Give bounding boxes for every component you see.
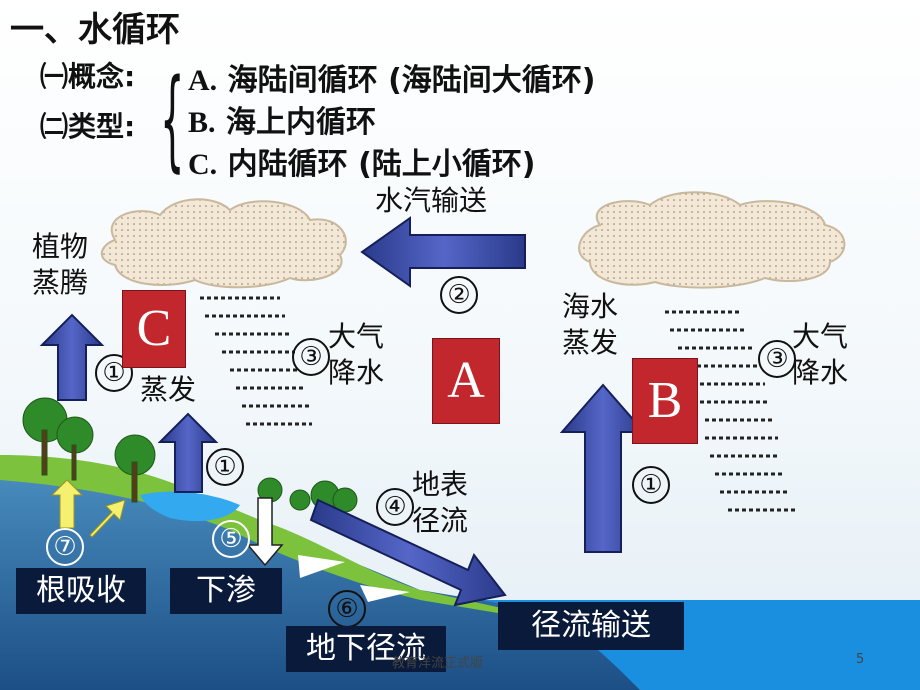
sea-evaporation-arrow <box>559 383 647 553</box>
surface-runoff-label-1: 地表 <box>412 468 469 501</box>
precip-label-right-1: 大气 <box>792 320 849 353</box>
cloud-left <box>100 198 347 289</box>
transpiration-arrow <box>39 313 105 401</box>
infiltration-label: 下渗 <box>170 568 282 614</box>
marker-7: ⑦ <box>46 528 84 566</box>
infiltration-arrow <box>246 497 284 567</box>
groundwater-lens <box>360 585 410 602</box>
vapor-transport-arrow <box>360 216 526 288</box>
sea-evap-label-2: 蒸发 <box>562 326 619 359</box>
types-label: ㈡类型: <box>40 110 136 143</box>
root-absorption-arrow <box>89 499 126 538</box>
marker-6: ⑥ <box>328 590 366 628</box>
lake <box>140 491 240 522</box>
groundwater-runoff-label: 地下径流 <box>286 626 446 672</box>
precip-label-right-2: 降水 <box>792 356 849 389</box>
box-b: B <box>632 358 698 444</box>
type-item-a: A. 海陆间循环 (海陆间大循环) <box>188 63 596 98</box>
sea-evap-label-1: 海水 <box>562 290 619 323</box>
surface-runoff-arrow <box>309 498 507 607</box>
plant-label-2: 蒸腾 <box>32 266 89 299</box>
root-absorption-label: 根吸收 <box>16 568 146 614</box>
marker-3: ③ <box>758 340 796 378</box>
page-title: 一、水循环 <box>10 10 180 50</box>
box-a: A <box>432 338 500 424</box>
land <box>0 465 640 690</box>
marker-4: ④ <box>376 488 414 526</box>
marker-3: ③ <box>292 338 330 376</box>
evaporation-label: 蒸发 <box>140 373 197 406</box>
marker-5: ⑤ <box>212 520 250 558</box>
marker-1: ① <box>95 354 133 392</box>
surface-runoff-label-2: 径流 <box>412 504 469 537</box>
type-item-c: C. 内陆循环 (陆上小循环) <box>188 147 536 182</box>
precip-label-1: 大气 <box>328 320 385 353</box>
root-absorption-arrow <box>50 479 84 529</box>
marker-1: ① <box>632 466 670 504</box>
type-item-b: B. 海上内循环 <box>188 105 376 140</box>
brace: { <box>160 55 185 183</box>
rain-right <box>665 310 795 512</box>
groundwater-lens <box>298 555 345 578</box>
precip-label-2: 降水 <box>328 356 385 389</box>
marker-1: ① <box>206 448 244 486</box>
lake-evaporation-arrow <box>157 412 219 493</box>
page-number: 5 <box>856 652 865 667</box>
rain-left <box>200 296 312 426</box>
footer-text: 教育洋流正式版 <box>392 656 484 671</box>
runoff-transport-label: 径流输送 <box>498 602 684 650</box>
box-c: C <box>122 290 186 368</box>
concept-label: ㈠概念: <box>40 60 136 93</box>
marker-2: ② <box>440 276 478 314</box>
vapor-transport-label: 水汽输送 <box>375 184 488 217</box>
cloud-right <box>578 191 846 289</box>
plant-label-1: 植物 <box>32 230 89 263</box>
